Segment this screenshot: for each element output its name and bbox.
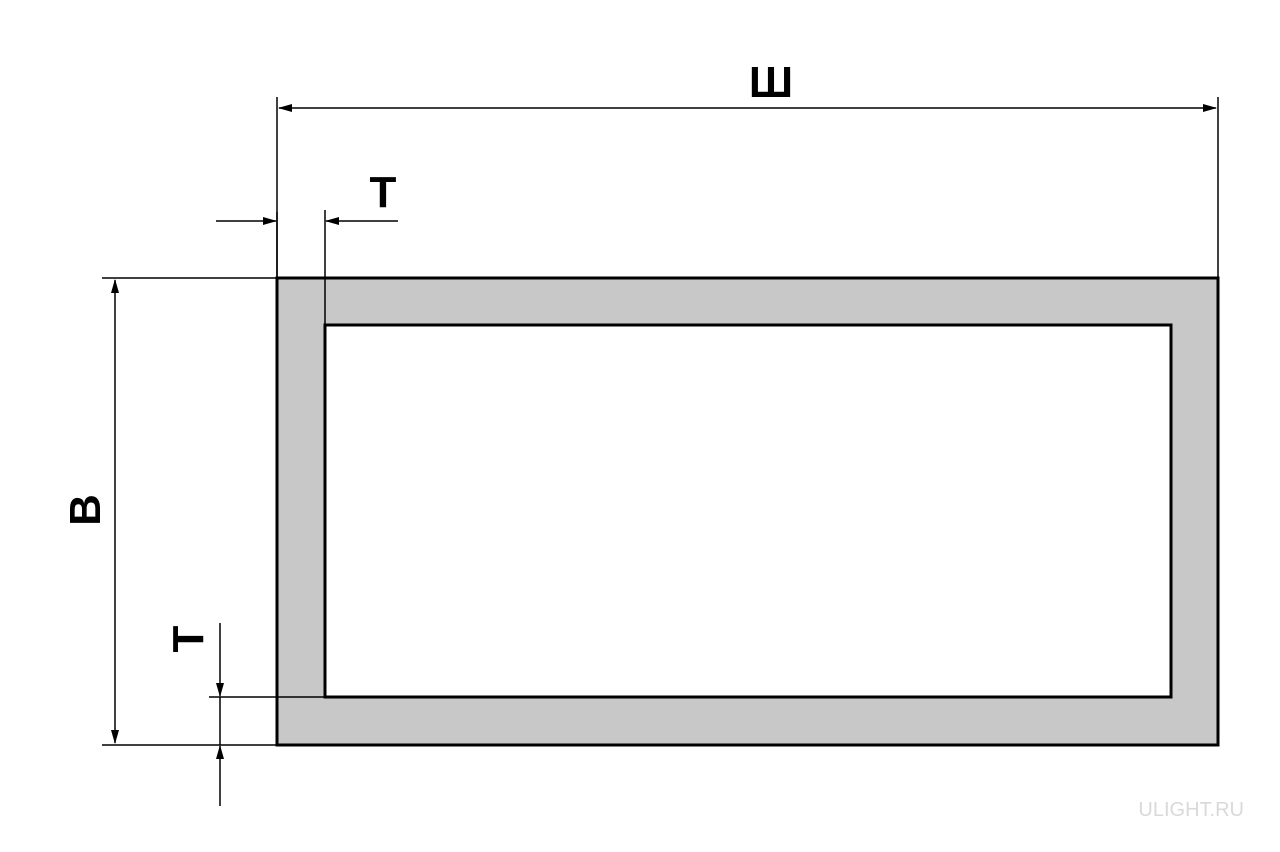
height-label: В xyxy=(61,494,110,526)
watermark: ULIGHT.RU xyxy=(1138,799,1244,821)
inner-contour xyxy=(323,323,1173,699)
thickness-top-label: Т xyxy=(370,168,397,217)
tube-profile xyxy=(275,276,1220,747)
width-label: Ш xyxy=(749,58,793,107)
outer-contour xyxy=(275,276,1220,747)
thickness-side-dimension: Т xyxy=(164,623,325,806)
width-dimension: Ш xyxy=(276,58,1219,278)
thickness-top-dimension: Т xyxy=(216,168,398,325)
height-dimension: В xyxy=(61,277,277,746)
thickness-side-label: Т xyxy=(164,625,213,652)
